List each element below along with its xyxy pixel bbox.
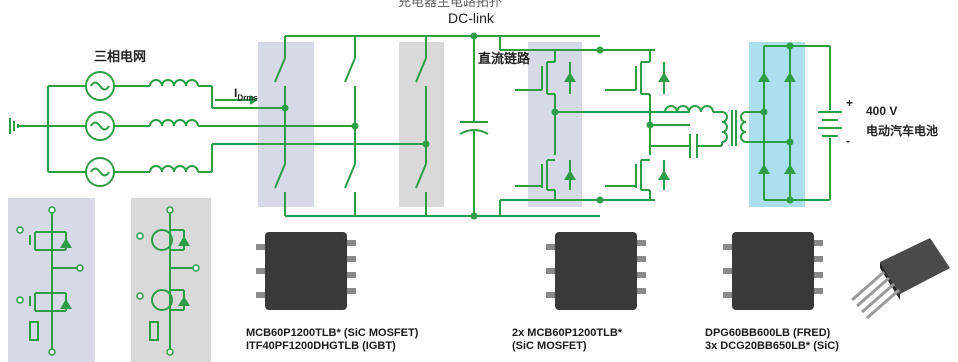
current-label-sub: Drms (237, 93, 258, 103)
part-group-2-line-1: 2x MCB60P1200TLB* (512, 327, 623, 339)
pfc-leg-1 (274, 36, 286, 216)
phase-c (48, 143, 426, 187)
minus-sign: - (846, 134, 850, 148)
dc-link-label: DC-link (448, 10, 494, 26)
phase-b (48, 111, 355, 141)
to-package-image (851, 238, 950, 320)
part-group-2: 2x MCB60P1200TLB* (SiC MOSFET) (512, 327, 622, 353)
part-group-3-line-2: 3x DCG20BB650LB* (SiC) (705, 340, 839, 352)
part-group-1-line-1: MCB60P1200TLB* (SiC MOSFET) (246, 327, 419, 339)
resonant-inductor (664, 105, 714, 113)
ground-symbol (9, 118, 48, 134)
battery-symbol (818, 111, 842, 137)
plus-sign: + (846, 96, 854, 110)
battery-label: 电动汽车电池 (866, 124, 939, 138)
dc-link-capacitor (459, 36, 489, 216)
current-label-main: I (234, 86, 238, 100)
current-label: IDrms (234, 86, 258, 102)
part-group-2-line-2: (SiC MOSFET) (512, 340, 587, 352)
chip-package-1 (256, 232, 356, 310)
dc-bus-label: 直流链路 (478, 51, 531, 66)
three-phase-label: 三相电网 (94, 49, 147, 64)
transformer (721, 110, 790, 146)
phase-a (48, 71, 285, 109)
battery-voltage: 400 V (866, 104, 898, 118)
pfc-leg-3 (415, 36, 427, 216)
top-title: 充电器主电路拓扑 (398, 0, 503, 9)
output-rectifier-highlight (749, 42, 805, 207)
part-group-1: MCB60P1200TLB* (SiC MOSFET) ITF40PF1200D… (246, 327, 418, 353)
part-group-3: DPG60BB600LB (FRED) 3x DCG20BB650LB* (Si… (705, 327, 839, 353)
part-group-3-line-1: DPG60BB600LB (FRED) (705, 327, 831, 339)
chip-package-2 (546, 232, 646, 310)
module-symbol-1 (29, 212, 80, 350)
chip-package-3 (723, 232, 823, 310)
part-group-1-line-2: ITF40PF1200DHGTLB (IGBT) (246, 340, 396, 352)
